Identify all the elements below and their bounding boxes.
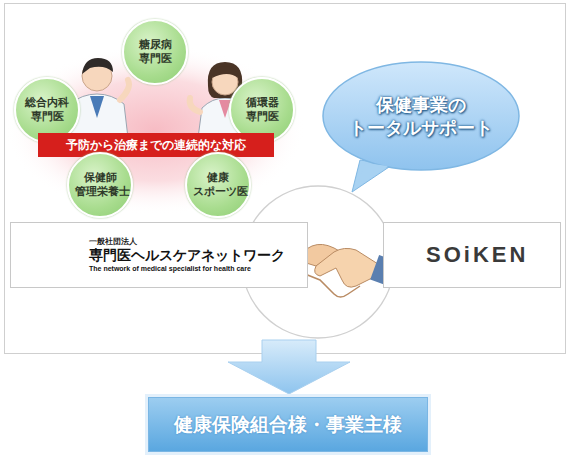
node-text: 保健事業の トータルサポート <box>341 93 501 140</box>
node-text: 健康 スポーツ医 <box>193 171 243 199</box>
node-text: 循環器 専門医 <box>237 96 287 124</box>
node-text: SOiKEN <box>426 242 528 268</box>
red-banner: 予防から治療までの連続的な対応 <box>38 133 274 157</box>
specialist-circle: 糖尿病 専門医 <box>122 19 188 85</box>
speech-bubble <box>323 62 519 170</box>
panel-frame <box>5 4 566 354</box>
node-text: 専門医ヘルスケアネットワーク <box>89 247 307 264</box>
specialist-circle: 健康 スポーツ医 <box>185 152 251 218</box>
organization-logo-box: 一般社団法人専門医ヘルスケアネットワークThe network of medic… <box>10 222 308 288</box>
node-text: The network of medical specialist for he… <box>89 264 307 273</box>
node-text: 総合内科 専門医 <box>22 96 72 124</box>
node-text: 保健師 管理栄養士 <box>75 171 125 199</box>
node-text: 予防から治療までの連続的な対応 <box>66 137 246 154</box>
target-box: 健康保険組合様・事業主様 <box>148 397 428 452</box>
down-arrow <box>228 340 350 394</box>
node-text: 健康保険組合様・事業主様 <box>174 412 402 438</box>
bubble-tail-fill <box>356 163 388 188</box>
company-logo-box: SOiKEN <box>383 222 561 288</box>
node-text: 一般社団法人 <box>89 237 307 247</box>
speech-bubble-text: 保健事業の トータルサポート <box>331 72 511 160</box>
node-text: 糖尿病 専門医 <box>130 38 180 66</box>
specialist-circle: 保健師 管理栄養士 <box>67 152 133 218</box>
